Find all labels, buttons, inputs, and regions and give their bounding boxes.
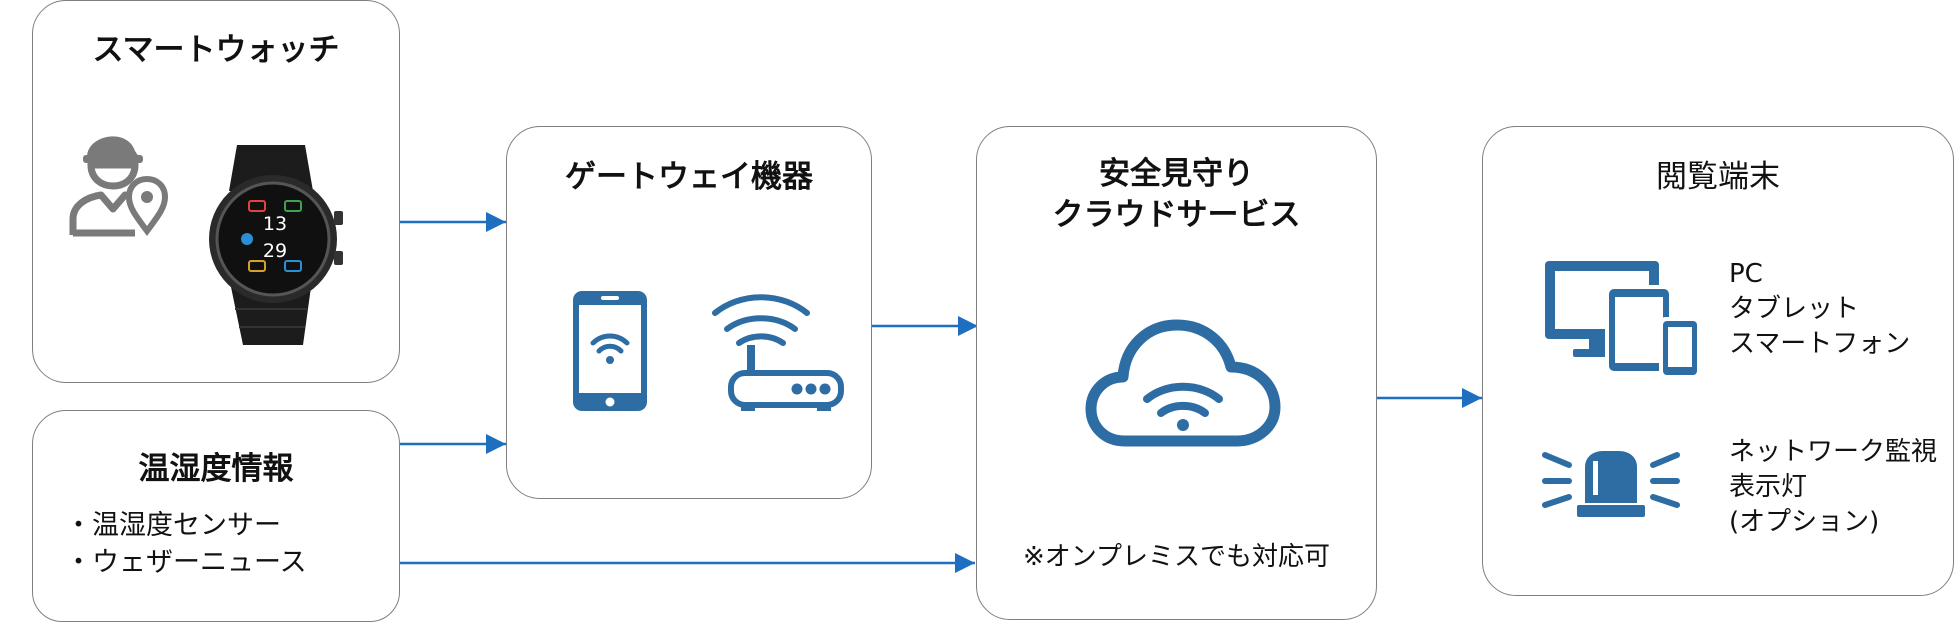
smartphone-wifi-icon <box>573 291 647 411</box>
sensor-title: 温湿度情報 <box>138 451 294 487</box>
sensor-item-thermo-hygrometer: ・温湿度センサー <box>65 510 281 541</box>
cloud-note: ※オンプレミスでも対応可 <box>1022 542 1330 572</box>
sensor-list: ・温湿度センサー ・ウェザーニュース <box>65 507 307 581</box>
arrow-sensor-to-cloud <box>400 553 975 573</box>
viewer-device-list: PC タブレット スマートフォン <box>1729 257 1910 362</box>
gateway-box: ゲートウェイ機器 <box>506 126 872 499</box>
worker-location-icon <box>69 136 169 237</box>
watch-face-top: 13 <box>263 213 287 235</box>
arrow-sensor-to-gateway <box>400 434 506 454</box>
cloud-service-box: 安全見守り クラウドサービス ※オンプレミスでも対応可 <box>976 126 1377 620</box>
smartwatch-title: スマートウォッチ <box>92 32 340 68</box>
sensor-item-weathernews: ・ウェザーニュース <box>65 547 307 578</box>
cloud-title-line1: 安全見守り <box>1099 156 1254 192</box>
warning-light-icon <box>1542 451 1680 517</box>
viewer-device-pc: PC <box>1729 259 1763 289</box>
smartwatch-image: 13 29 <box>209 145 343 345</box>
viewer-alarm-indicator-light: 表示灯 <box>1729 472 1808 502</box>
viewer-device-smartphone: スマートフォン <box>1729 329 1911 359</box>
arrow-cloud-to-viewer <box>1377 388 1482 408</box>
pc-tablet-phone-icon <box>1545 261 1701 379</box>
cloud-wifi-icon <box>1085 319 1281 447</box>
viewer-alarm-list: ネットワーク監視 表示灯 (オプション) <box>1729 435 1937 540</box>
router-icon <box>712 294 844 411</box>
viewer-title: 閲覧端末 <box>1656 159 1780 195</box>
smartwatch-box: スマートウォッチ 13 29 <box>32 0 400 383</box>
viewer-alarm-network-monitor: ネットワーク監視 <box>1729 437 1938 467</box>
viewer-alarm-option: (オプション) <box>1729 507 1880 537</box>
gateway-title: ゲートウェイ機器 <box>565 159 813 195</box>
watch-face-bottom: 29 <box>263 240 287 262</box>
arrow-watch-to-gateway <box>400 212 506 232</box>
viewer-box: 閲覧端末 PC タブレット スマートフォン ネットワーク監視 表示灯 (オプショ… <box>1482 126 1954 596</box>
sensor-info-box: 温湿度情報 ・温湿度センサー ・ウェザーニュース <box>32 410 400 622</box>
arrow-gateway-to-cloud <box>872 316 978 336</box>
viewer-device-tablet: タブレット <box>1729 294 1860 324</box>
cloud-title-line2: クラウドサービス <box>1052 197 1301 233</box>
